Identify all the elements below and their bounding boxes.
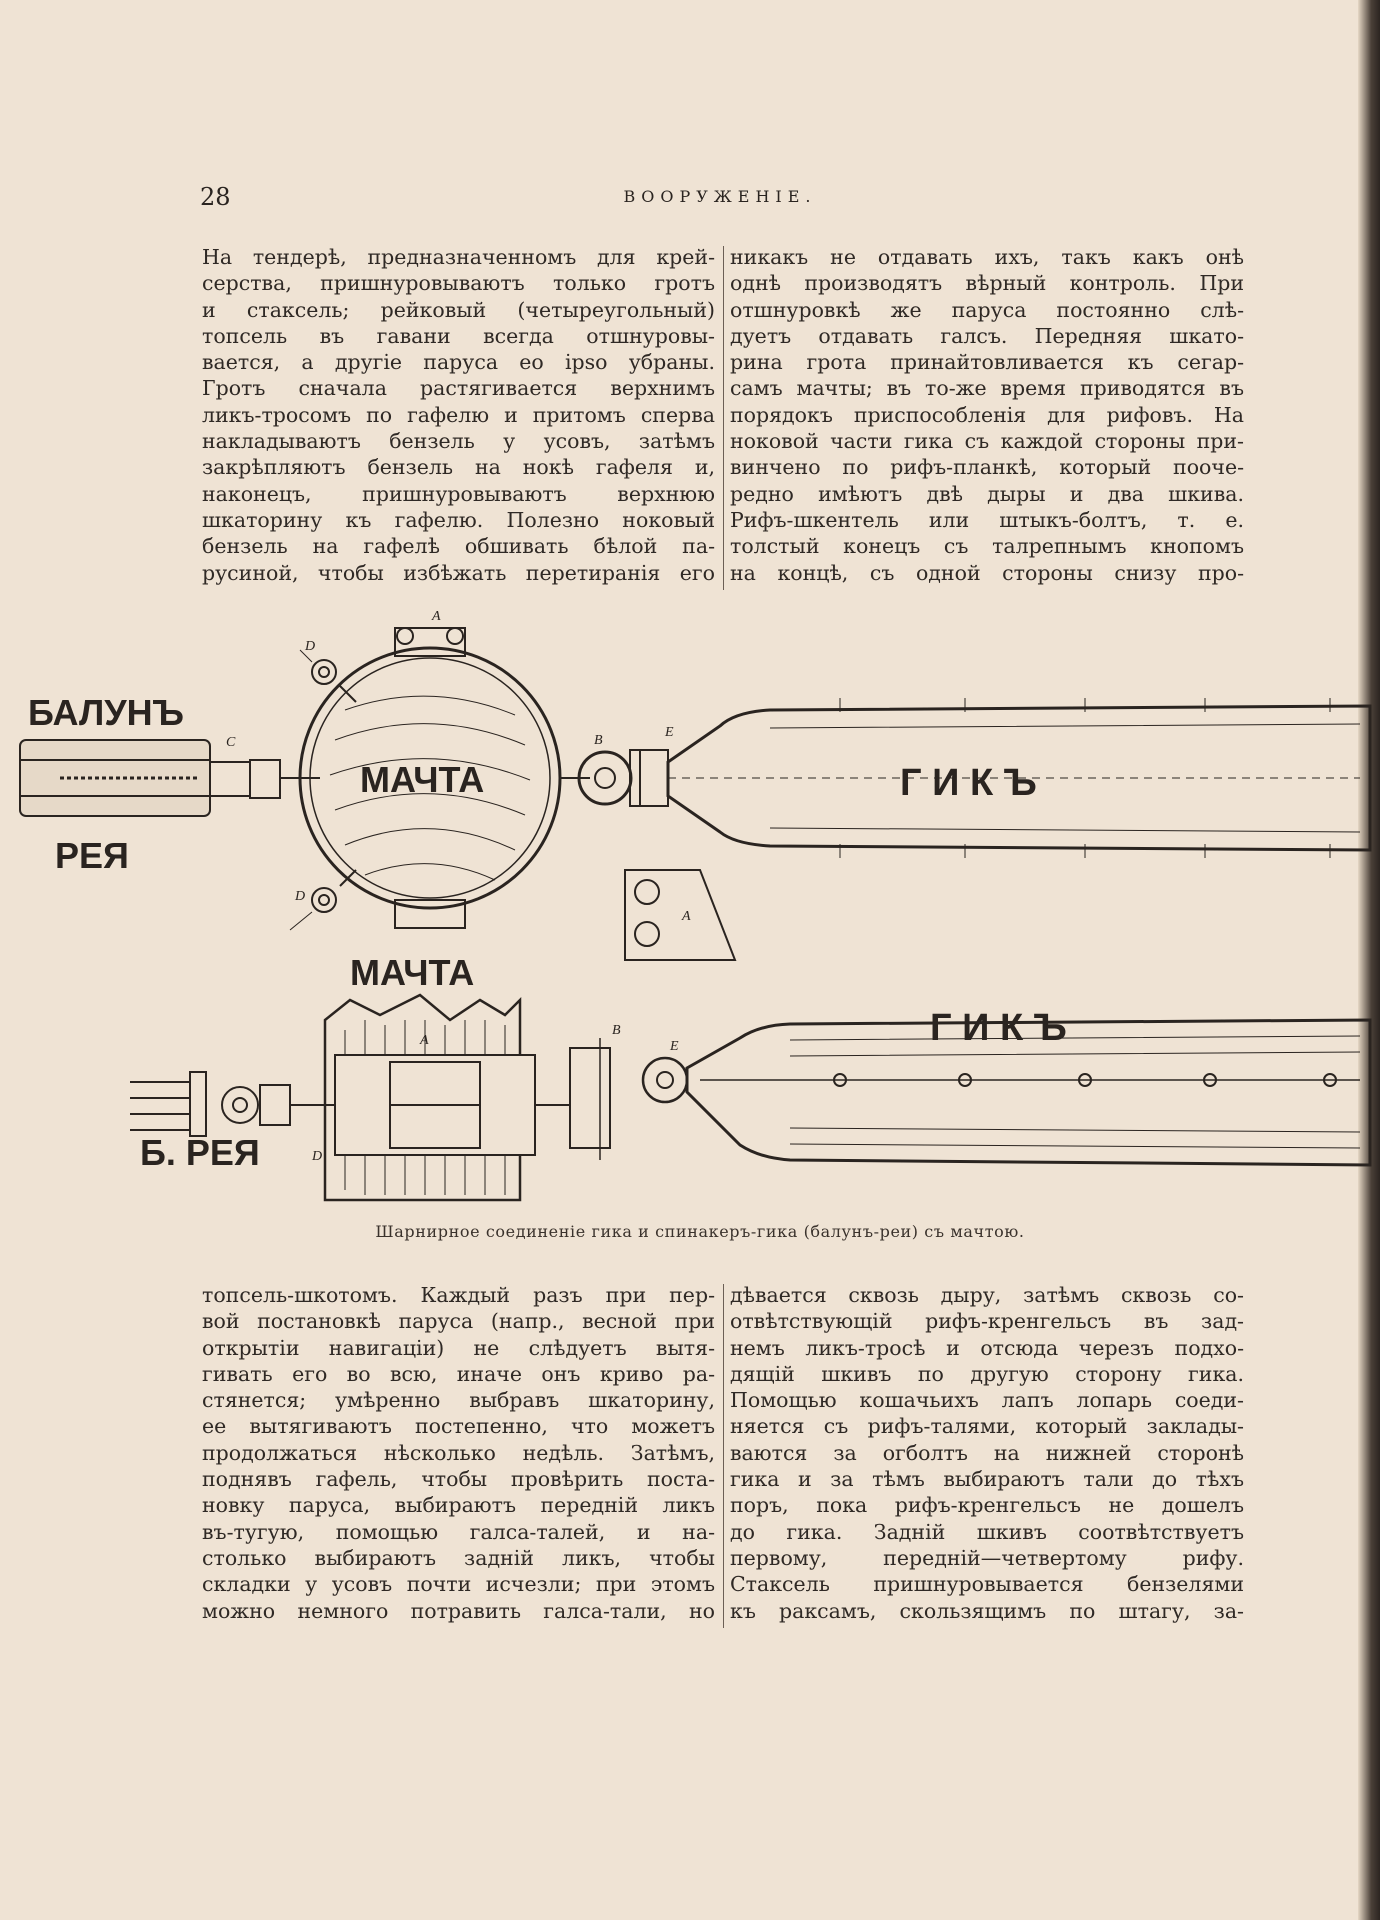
page-edge [1358, 0, 1380, 1920]
figure-caption: Шарнирное соединеніе гика и спинакеръ-ги… [375, 1222, 1025, 1241]
text-line: шкаторину къ гафелю. Полезно ноковый [202, 507, 715, 532]
column-divider-top [723, 246, 724, 590]
text-line: дящій шкивъ по другую сторону гика. [730, 1361, 1244, 1386]
text-line: ликъ-тросомъ по гафелю и притомъ сперва [202, 402, 715, 427]
label-machta-top: МАЧТА [360, 759, 484, 800]
column-divider-bottom [723, 1284, 724, 1628]
letter-e-bottom: E [669, 1039, 679, 1054]
text-line: новку паруса, выбираютъ передній ликъ [202, 1493, 715, 1518]
text-line: можно немного потравить галса-тали, но [202, 1598, 715, 1623]
letter-d-top: D [304, 639, 315, 654]
text-line: вой постановкѣ паруса (напр., весной при [202, 1309, 715, 1334]
label-machta-bottom: МАЧТА [350, 952, 474, 993]
text-line: винчено по рифъ-планкѣ, который пооче- [730, 455, 1244, 480]
top-left-column: На тендерѣ, предназначенномъ для крей-се… [202, 244, 715, 586]
text-line: отвѣтствующій рифъ-кренгельсъ въ зад- [730, 1309, 1244, 1334]
letter-d-lower: D [294, 889, 305, 904]
text-line: къ раксамъ, скользящимъ по штагу, за- [730, 1598, 1244, 1623]
text-line: поръ, пока рифъ-кренгельсъ не дошелъ [730, 1493, 1244, 1518]
label-balun: БАЛУНЪ [28, 692, 184, 733]
bottom-left-column: топсель-шкотомъ. Каждый разъ при пер-вой… [202, 1282, 715, 1624]
bottom-right-column: дѣвается сквозь дыру, затѣмъ сквозь со-о… [730, 1282, 1244, 1624]
page-number: 28 [200, 183, 231, 211]
text-line: гика и за тѣмъ выбираютъ тали до тѣхъ [730, 1467, 1244, 1492]
text-line: толстый конецъ съ талрепнымъ кнопомъ [730, 534, 1244, 559]
text-line: стянется; умѣренно выбравъ шкаторину, [202, 1388, 715, 1413]
text-line: топсель-шкотомъ. Каждый разъ при пер- [202, 1283, 715, 1307]
text-line: няется съ рифъ-талями, который заклады- [730, 1414, 1244, 1439]
text-line: никакъ не отдавать ихъ, такъ какъ онѣ [730, 245, 1244, 269]
letter-a-bottom: A [419, 1033, 429, 1048]
label-b-reya: Б. РЕЯ [140, 1132, 260, 1173]
letter-e-top: E [664, 725, 674, 740]
text-line: русиной, чтобы избѣжать перетиранія его [202, 560, 715, 585]
letter-c: C [226, 735, 236, 750]
text-line: ее вытягиваютъ постепенно, что можетъ [202, 1414, 715, 1439]
text-line: гивать его во всю, иначе онъ криво ра- [202, 1361, 715, 1386]
text-line: столько выбираютъ задній ликъ, чтобы [202, 1545, 715, 1570]
text-line: порядокъ приспособленія для рифовъ. На [730, 402, 1244, 427]
text-line: и стаксель; рейковый (четыреугольный) [202, 297, 715, 322]
text-line: закрѣпляютъ бензель на нокѣ гафеля и, [202, 455, 715, 480]
text-line: ваются за огболтъ на нижней сторонѣ [730, 1440, 1244, 1465]
letter-b-bottom: B [612, 1023, 621, 1038]
text-line: наконецъ, пришнуровываютъ верхнюю [202, 481, 715, 506]
letter-a-detail: A [681, 909, 691, 924]
text-line: рина грота принайтовливается къ сегар- [730, 350, 1244, 375]
text-line: дуетъ отдавать галсъ. Передняя шкато- [730, 323, 1244, 348]
text-line: дѣвается сквозь дыру, затѣмъ сквозь со- [730, 1283, 1244, 1307]
text-line: Помощью кошачьихъ лапъ лопарь соеди- [730, 1388, 1244, 1413]
text-line: накладываютъ бензель у усовъ, затѣмъ [202, 429, 715, 454]
letter-b-top: B [594, 733, 603, 748]
text-line: въ-тугую, помощью галса-талей, и на- [202, 1519, 715, 1544]
label-gik-top: Г И К Ъ [900, 762, 1037, 804]
text-line: однѣ производятъ вѣрный контроль. При [730, 271, 1244, 296]
label-reya: РЕЯ [55, 835, 129, 876]
text-line: самъ мачты; въ то-же время приводятся въ [730, 376, 1244, 401]
rigging-drawing: БАЛУНЪ РЕЯ МАЧТА Г И К Ъ МАЧТА Г И К Ъ Б… [19, 609, 1372, 1202]
page-header: 28 ВООРУЖЕНІЕ. [200, 183, 1240, 217]
text-line: немъ ликъ-тросѣ и отсюда черезъ подхо- [730, 1335, 1244, 1360]
text-line: ноковой части гика съ каждой стороны при… [730, 429, 1244, 454]
text-line: складки у усовъ почти исчезли; при этомъ [202, 1572, 715, 1597]
text-line: первому, передній—четвертому рифу. [730, 1545, 1244, 1570]
text-line: топсель въ гавани всегда отшнуровы- [202, 323, 715, 348]
letter-a-top: A [431, 609, 441, 624]
text-line: на концѣ, съ одной стороны снизу про- [730, 560, 1244, 585]
text-line: продолжаться нѣсколько недѣль. Затѣмъ, [202, 1440, 715, 1465]
text-line: Рифъ-шкентель или штыкъ-болтъ, т. е. [730, 507, 1244, 532]
text-line: Стаксель пришнуровывается бензелями [730, 1572, 1244, 1597]
text-line: до гика. Задній шкивъ соотвѣтствуетъ [730, 1519, 1244, 1544]
text-line: серства, пришнуровываютъ только гротъ [202, 271, 715, 296]
text-line: На тендерѣ, предназначенномъ для крей- [202, 245, 715, 269]
text-line: поднявъ гафель, чтобы провѣрить поста- [202, 1467, 715, 1492]
label-gik-bottom: Г И К Ъ [930, 1007, 1067, 1049]
text-line: Гротъ сначала растягивается верхнимъ [202, 376, 715, 401]
text-line: бензель на гафелѣ обшивать бѣлой па- [202, 534, 715, 559]
text-line: редно имѣютъ двѣ дыры и два шкива. [730, 481, 1244, 506]
letter-d-bottom: D [311, 1149, 322, 1164]
text-line: открытіи навигаціи) не слѣдуетъ вытя- [202, 1335, 715, 1360]
text-line: вается, а другіе паруса ео ipso убраны. [202, 350, 715, 375]
text-line: отшнуровкѣ же паруса постоянно слѣ- [730, 297, 1244, 322]
running-title: ВООРУЖЕНІЕ. [623, 187, 817, 206]
rigging-figure: БАЛУНЪ РЕЯ МАЧТА Г И К Ъ МАЧТА Г И К Ъ Б… [0, 600, 1380, 1240]
